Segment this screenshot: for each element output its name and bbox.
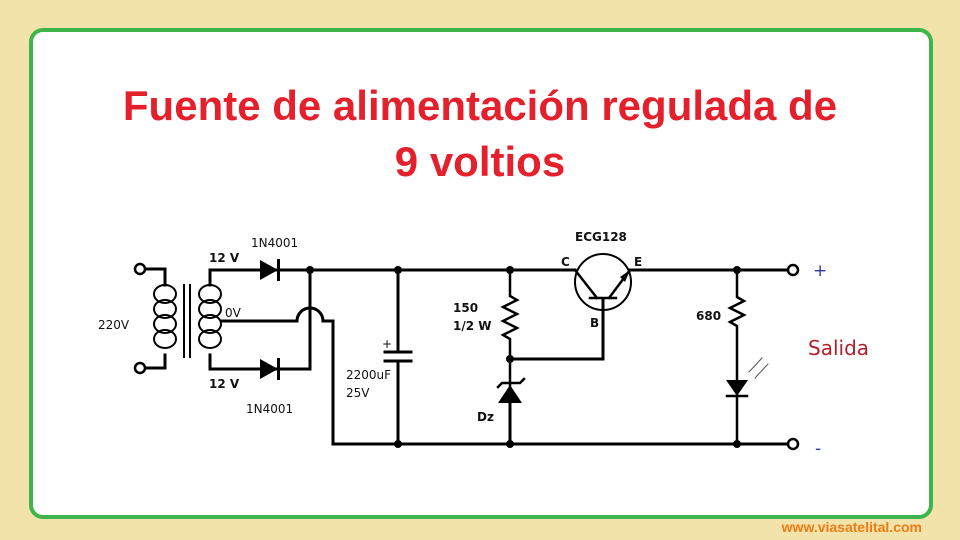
emitter-label: E	[634, 255, 642, 269]
zener-bar	[496, 377, 526, 389]
transistor-leads	[573, 268, 632, 300]
led	[726, 380, 748, 396]
diode-bottom-bar	[277, 358, 280, 380]
capacitor-value: 2200uF	[346, 368, 391, 382]
secondary-bottom-label: 12 V	[209, 377, 240, 391]
transformer-primary	[144, 267, 177, 370]
center-tap-label: 0V	[225, 306, 242, 320]
resistor-150-label: 150	[453, 301, 478, 315]
base-wire	[508, 298, 605, 361]
base-label: B	[590, 316, 599, 330]
website-link[interactable]: www.viasatelital.com	[781, 519, 922, 535]
resistor-680-label: 680	[696, 309, 721, 323]
capacitor	[383, 268, 413, 446]
led-light-arrows-icon	[748, 357, 769, 379]
diode-bottom-label: 1N4001	[246, 402, 293, 416]
output-minus: -	[815, 439, 821, 459]
ground-wire	[220, 306, 795, 446]
terminals	[133, 262, 800, 451]
secondary-top-label: 12 V	[209, 251, 240, 265]
output-plus: +	[813, 261, 827, 281]
diode-top	[260, 260, 278, 280]
resistor-150	[500, 268, 520, 391]
title-line-2: 9 voltios	[394, 138, 566, 185]
collector-label: C	[561, 255, 570, 269]
capacitor-plus: +	[382, 337, 392, 351]
output-label: Salida	[808, 336, 869, 360]
diode-bottom	[260, 359, 278, 379]
diode-top-label: 1N4001	[251, 236, 298, 250]
emitter-arrow-icon	[620, 270, 630, 282]
junction-dots	[306, 266, 741, 448]
title-line-1: Fuente de alimentación regulada de	[122, 82, 838, 129]
capacitor-voltage: 25V	[346, 386, 370, 400]
transistor-body	[574, 253, 632, 311]
input-voltage-label: 220V	[98, 318, 130, 332]
resistor-power-label: 1/2 W	[453, 319, 492, 333]
transformer-core	[183, 284, 191, 358]
diode-top-bar	[277, 259, 280, 281]
zener-label: Dz	[477, 410, 494, 424]
zener-diode	[498, 385, 522, 403]
resistor-680	[727, 268, 747, 446]
transistor-label: ECG128	[575, 230, 627, 244]
diagram-card	[29, 28, 933, 519]
